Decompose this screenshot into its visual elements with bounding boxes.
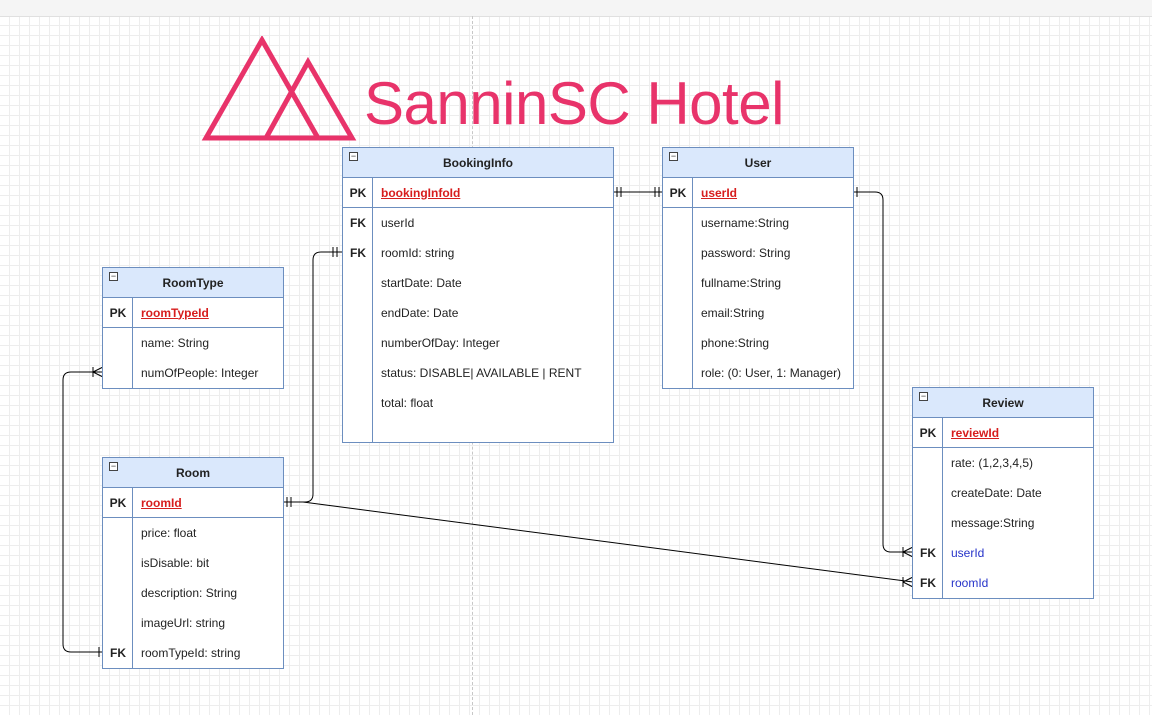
pk-row[interactable]: PK bookingInfoId <box>343 178 613 208</box>
key-label: FK <box>350 216 366 230</box>
key-label: FK <box>920 546 936 560</box>
field-name: isDisable: bit <box>141 556 210 570</box>
key-label: FK <box>350 246 366 260</box>
key-label: PK <box>669 185 687 200</box>
field-name: userId <box>951 546 985 560</box>
field-row[interactable]: FK userId <box>913 538 1093 568</box>
pk-row[interactable]: PK userId <box>663 178 853 208</box>
field-name: total: float <box>381 396 434 410</box>
entity-user[interactable]: − User PK userId username:String passwor… <box>662 147 854 389</box>
pk-row[interactable]: PK reviewId <box>913 418 1093 448</box>
key-label: PK <box>109 495 127 510</box>
field-row[interactable]: FK userId <box>343 208 613 238</box>
link-room-roomtype <box>62 371 103 653</box>
field-name: username:String <box>701 216 790 230</box>
field-row[interactable]: createDate: Date <box>913 478 1093 508</box>
field-name: userId <box>701 185 738 200</box>
entity-header[interactable]: − RoomType <box>103 268 283 298</box>
field-row[interactable]: imageUrl: string <box>103 608 283 638</box>
field-row[interactable]: name: String <box>103 328 283 358</box>
key-label: PK <box>349 185 367 200</box>
collapse-icon[interactable]: − <box>109 461 118 471</box>
link-room-review <box>302 501 914 583</box>
field-row[interactable]: role: (0: User, 1: Manager) <box>663 358 853 388</box>
field-name: imageUrl: string <box>141 616 226 630</box>
field-name: message:String <box>951 516 1035 530</box>
field-row[interactable]: numberOfDay: Integer <box>343 328 613 358</box>
entity-header[interactable]: − BookingInfo <box>343 148 613 178</box>
link-user-review <box>853 191 913 553</box>
field-name: price: float <box>141 526 197 540</box>
entity-title: Review <box>982 395 1024 410</box>
entity-title: User <box>744 155 772 170</box>
key-label: FK <box>110 646 126 660</box>
key-label: PK <box>919 425 937 440</box>
pk-row[interactable]: PK roomId <box>103 488 283 518</box>
field-name: numberOfDay: Integer <box>381 336 500 350</box>
collapse-icon[interactable]: − <box>109 271 118 281</box>
field-name: roomId: string <box>381 246 455 260</box>
entity-room[interactable]: − Room PK roomId price: float isDisable:… <box>102 457 284 669</box>
entity-title: RoomType <box>162 275 224 290</box>
field-name: roomTypeId: string <box>141 646 241 660</box>
field-row[interactable]: email:String <box>663 298 853 328</box>
entity-header[interactable]: − Room <box>103 458 283 488</box>
field-name: name: String <box>141 336 210 350</box>
field-row[interactable]: status: DISABLE| AVAILABLE | RENT <box>343 358 613 388</box>
field-row[interactable]: phone:String <box>663 328 853 358</box>
field-name: userId <box>381 216 415 230</box>
field-name: role: (0: User, 1: Manager) <box>701 366 842 380</box>
field-name: phone:String <box>701 336 770 350</box>
field-row[interactable]: price: float <box>103 518 283 548</box>
field-row[interactable]: startDate: Date <box>343 268 613 298</box>
field-name: description: String <box>141 586 238 600</box>
collapse-icon[interactable]: − <box>349 151 358 161</box>
field-row[interactable]: FK roomId: string <box>343 238 613 268</box>
field-row[interactable] <box>343 418 613 442</box>
field-name: status: DISABLE| AVAILABLE | RENT <box>381 366 582 380</box>
entity-roomtype[interactable]: − RoomType PK roomTypeId name: String nu… <box>102 267 284 389</box>
entity-title: BookingInfo <box>443 155 513 170</box>
field-row[interactable]: message:String <box>913 508 1093 538</box>
field-row[interactable]: FK roomTypeId: string <box>103 638 283 668</box>
field-row[interactable]: fullname:String <box>663 268 853 298</box>
entity-title: Room <box>176 465 210 480</box>
field-name: createDate: Date <box>951 486 1042 500</box>
field-name: email:String <box>701 306 765 320</box>
pk-row[interactable]: PK roomTypeId <box>103 298 283 328</box>
field-name: endDate: Date <box>381 306 459 320</box>
field-name: fullname:String <box>701 276 782 290</box>
field-row[interactable]: FK roomId <box>913 568 1093 598</box>
field-name: roomId <box>951 576 989 590</box>
link-room-booking <box>283 251 343 503</box>
field-row[interactable]: total: float <box>343 388 613 418</box>
field-name: password: String <box>701 246 791 260</box>
collapse-icon[interactable]: − <box>669 151 678 161</box>
key-label: FK <box>920 576 936 590</box>
field-row[interactable]: password: String <box>663 238 853 268</box>
entity-header[interactable]: − User <box>663 148 853 178</box>
field-name: rate: (1,2,3,4,5) <box>951 456 1034 470</box>
key-label: PK <box>109 305 127 320</box>
field-name: bookingInfoId <box>381 185 461 200</box>
field-name: roomId <box>141 495 182 510</box>
field-row[interactable]: isDisable: bit <box>103 548 283 578</box>
field-name: roomTypeId <box>141 305 209 320</box>
top-toolbar-strip <box>0 0 1152 17</box>
brand-title: SanninSC Hotel <box>364 70 784 137</box>
field-row[interactable]: endDate: Date <box>343 298 613 328</box>
field-row[interactable]: rate: (1,2,3,4,5) <box>913 448 1093 478</box>
twin-mountain-triangles-icon <box>201 36 357 141</box>
entity-review[interactable]: − Review PK reviewId rate: (1,2,3,4,5) c… <box>912 387 1094 599</box>
entity-header[interactable]: − Review <box>913 388 1093 418</box>
field-name: reviewId <box>951 425 1000 440</box>
field-name: startDate: Date <box>381 276 462 290</box>
field-row[interactable]: username:String <box>663 208 853 238</box>
field-row[interactable]: description: String <box>103 578 283 608</box>
field-row[interactable]: numOfPeople: Integer <box>103 358 283 388</box>
collapse-icon[interactable]: − <box>919 391 928 401</box>
field-name: numOfPeople: Integer <box>141 366 259 380</box>
